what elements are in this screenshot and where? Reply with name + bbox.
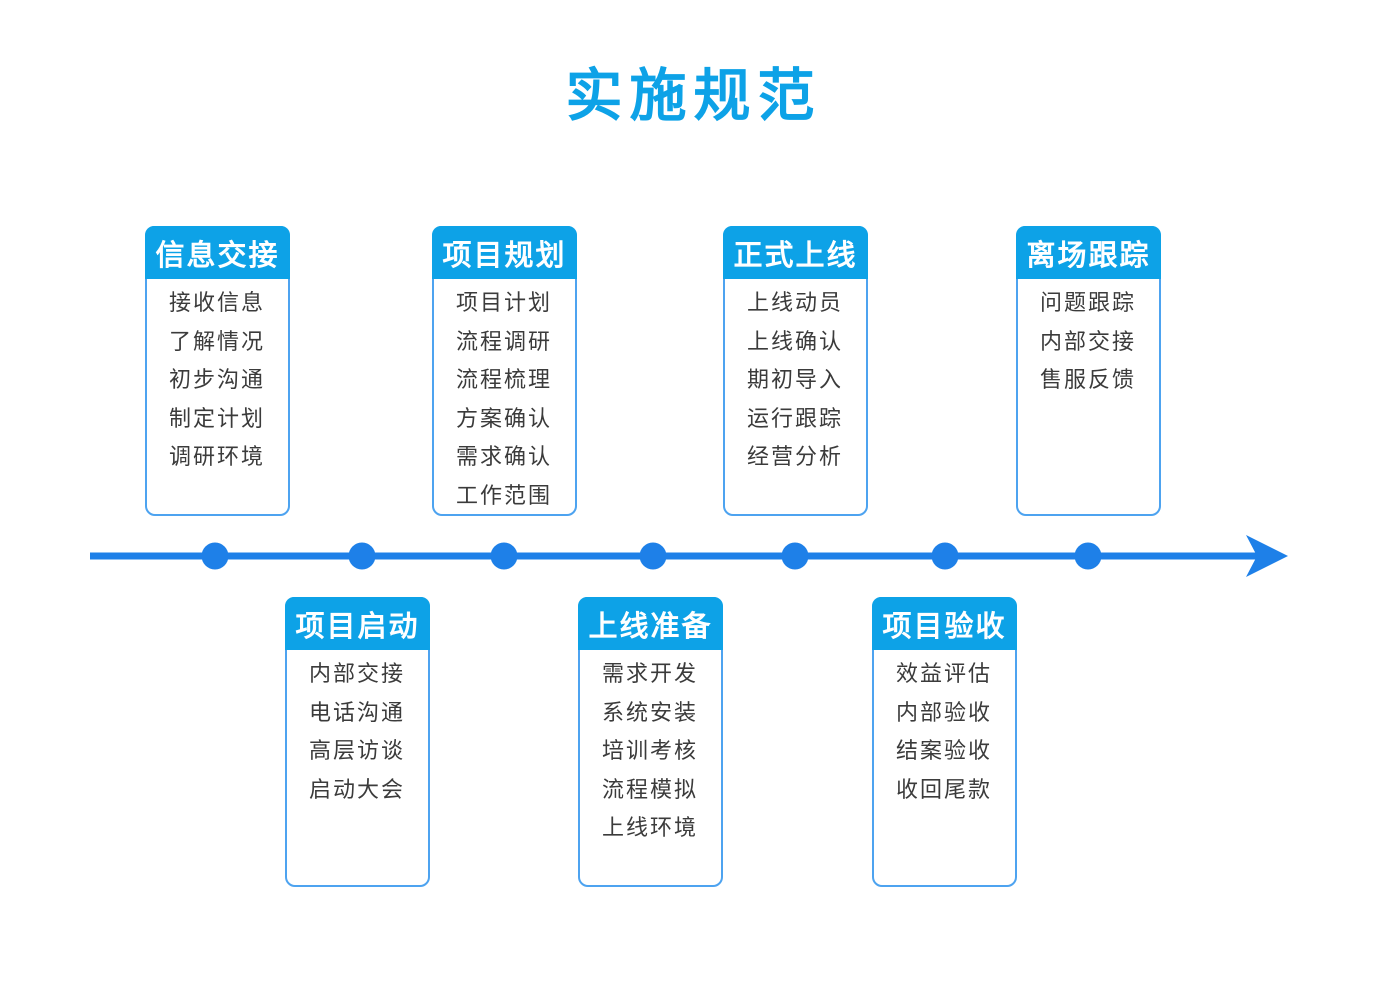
stage-item: 内部交接 — [309, 661, 406, 686]
timeline-dot — [201, 542, 229, 570]
stage-item: 调研环境 — [169, 444, 266, 469]
stage-item: 流程调研 — [456, 328, 553, 354]
stage-item: 上线确认 — [747, 328, 844, 354]
stage-item: 需求开发 — [602, 661, 699, 686]
stage-item: 启动大会 — [309, 776, 406, 802]
stage-item: 内部交接 — [1040, 328, 1137, 354]
page-title: 实施规范 — [565, 64, 822, 128]
stage-item-list: 效益评估 内部验收 结案验收 收回尾款 — [874, 650, 1015, 809]
stage-item: 效益评估 — [896, 661, 993, 686]
stage-item: 售服反馈 — [1040, 367, 1137, 392]
stage-item: 培训考核 — [602, 738, 699, 763]
stage-title: 上线准备 — [578, 597, 723, 650]
stage-item-list: 问题跟踪 内部交接 售服反馈 — [1018, 279, 1159, 400]
stage-item: 需求确认 — [456, 444, 553, 469]
timeline-dot — [1074, 542, 1102, 570]
timeline-arrowhead-icon — [1246, 535, 1288, 577]
timeline-dot — [490, 542, 518, 570]
stage-item-list: 需求开发 系统安装 培训考核 流程模拟 上线环境 — [580, 650, 721, 848]
stage-item: 上线动员 — [747, 290, 844, 315]
timeline-dot — [931, 542, 959, 570]
stage-item-list: 项目计划 流程调研 流程梳理 方案确认 需求确认 工作范围 — [434, 279, 575, 515]
stage-title: 正式上线 — [723, 226, 868, 279]
stage-card-info-handover: 信息交接 接收信息 了解情况 初步沟通 制定计划 调研环境 — [145, 226, 290, 516]
stage-item-list: 内部交接 电话沟通 高层访谈 启动大会 — [287, 650, 428, 809]
stage-card-launch-preparation: 上线准备 需求开发 系统安装 培训考核 流程模拟 上线环境 — [578, 597, 723, 887]
stage-item: 期初导入 — [747, 367, 844, 392]
stage-item: 运行跟踪 — [747, 405, 844, 431]
stage-item: 工作范围 — [456, 482, 553, 508]
stage-item: 了解情况 — [169, 328, 266, 354]
stage-item: 收回尾款 — [896, 776, 993, 802]
stage-title: 项目验收 — [872, 597, 1017, 650]
stage-item-list: 接收信息 了解情况 初步沟通 制定计划 调研环境 — [147, 279, 288, 477]
stage-item: 初步沟通 — [169, 367, 266, 392]
stage-item: 流程模拟 — [602, 776, 699, 802]
stage-item: 问题跟踪 — [1040, 290, 1137, 315]
timeline — [90, 535, 1288, 577]
stage-item-list: 上线动员 上线确认 期初导入 运行跟踪 经营分析 — [725, 279, 866, 477]
timeline-dot — [348, 542, 376, 570]
stage-item: 高层访谈 — [309, 738, 406, 763]
stage-title: 项目规划 — [432, 226, 577, 279]
stage-card-official-launch: 正式上线 上线动员 上线确认 期初导入 运行跟踪 经营分析 — [723, 226, 868, 516]
stage-item: 流程梳理 — [456, 367, 553, 392]
stage-title: 离场跟踪 — [1016, 226, 1161, 279]
stage-card-project-acceptance: 项目验收 效益评估 内部验收 结案验收 收回尾款 — [872, 597, 1017, 887]
stage-card-project-planning: 项目规划 项目计划 流程调研 流程梳理 方案确认 需求确认 工作范围 — [432, 226, 577, 516]
stage-item: 上线环境 — [602, 815, 699, 840]
stage-item: 方案确认 — [456, 405, 553, 431]
stage-title: 项目启动 — [285, 597, 430, 650]
stage-item: 接收信息 — [169, 290, 266, 315]
stage-item: 内部验收 — [896, 699, 993, 725]
timeline-dot — [781, 542, 809, 570]
stage-item: 经营分析 — [747, 444, 844, 469]
stage-item: 项目计划 — [456, 290, 553, 315]
stage-item: 电话沟通 — [309, 699, 406, 725]
stage-card-departure-tracking: 离场跟踪 问题跟踪 内部交接 售服反馈 — [1016, 226, 1161, 516]
stage-item: 系统安装 — [602, 699, 699, 725]
timeline-dot — [639, 542, 667, 570]
stage-item: 结案验收 — [896, 738, 993, 763]
stage-title: 信息交接 — [145, 226, 290, 279]
stage-item: 制定计划 — [169, 405, 266, 431]
stage-card-project-kickoff: 项目启动 内部交接 电话沟通 高层访谈 启动大会 — [285, 597, 430, 887]
